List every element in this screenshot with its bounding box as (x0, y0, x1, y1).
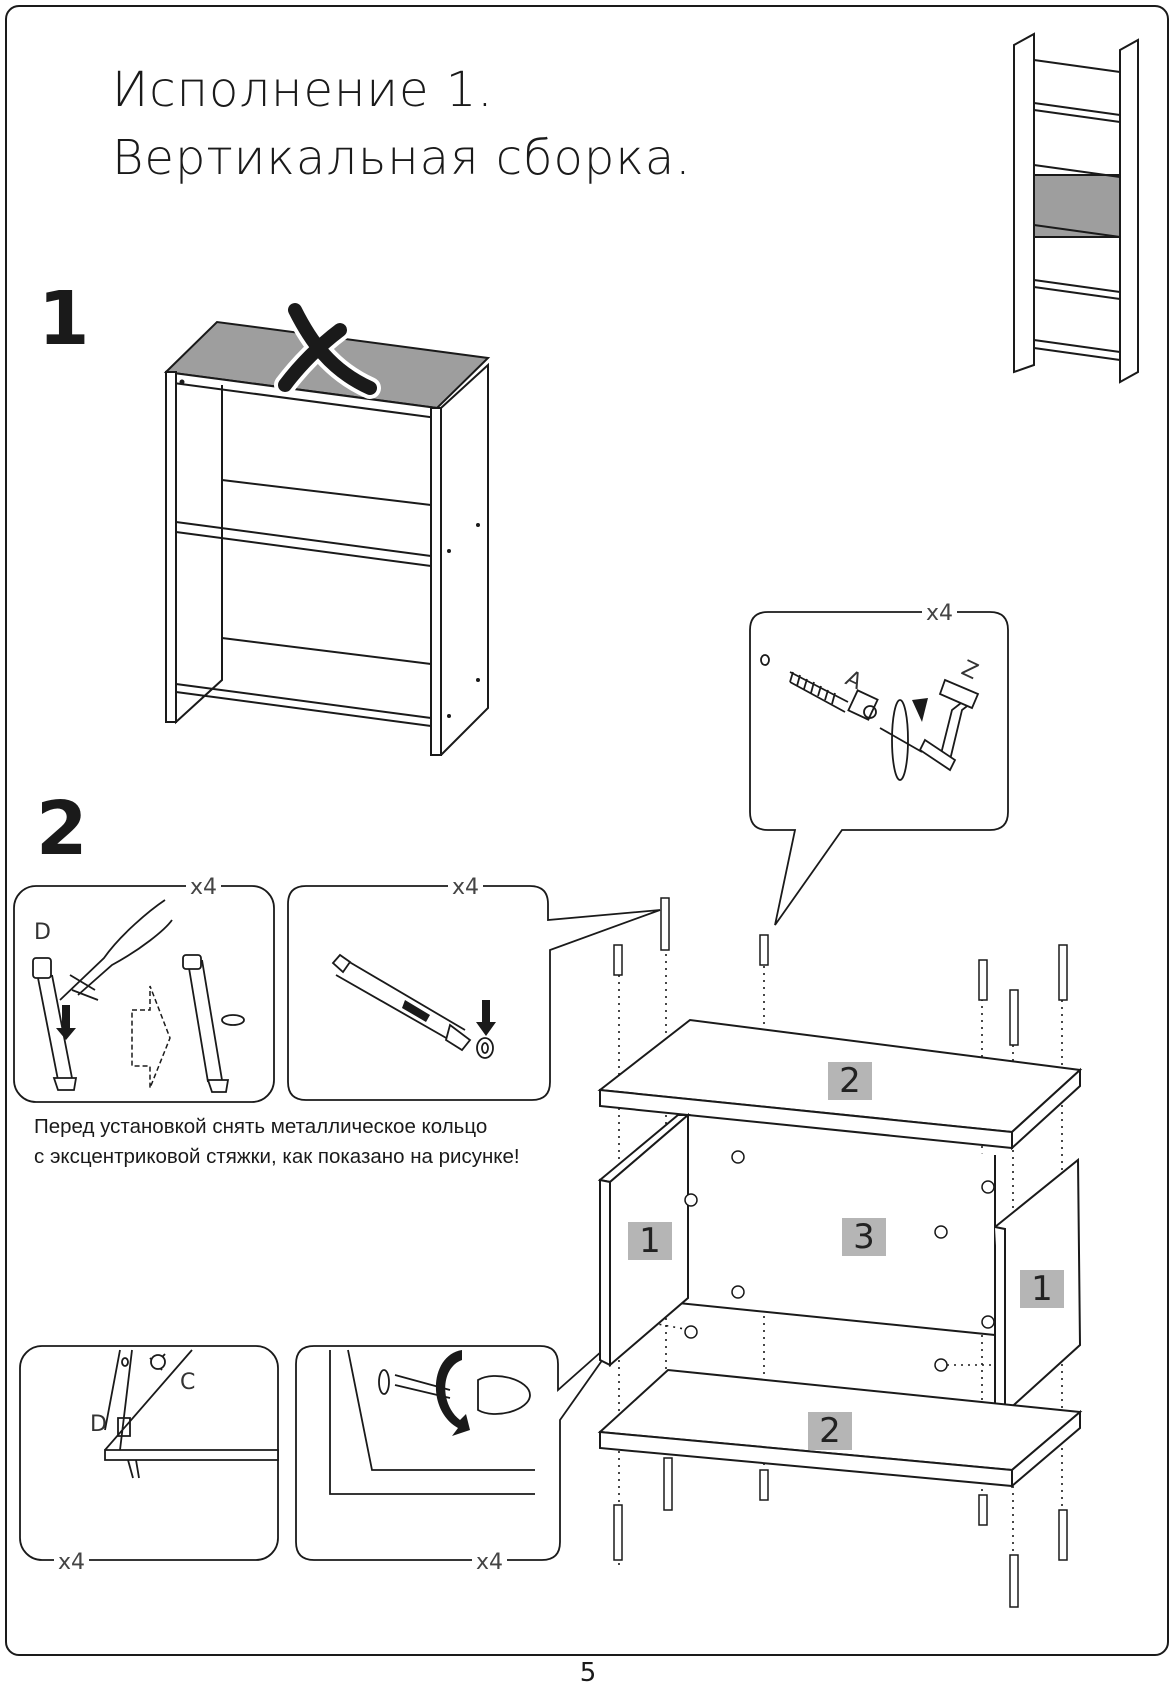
cross-mark-icon (274, 299, 381, 399)
arrow-down-icon (476, 1000, 496, 1036)
arrow-down-icon (56, 1005, 76, 1040)
screwdriver-qty: x4 (472, 1550, 508, 1575)
rotate-arrow-icon (435, 1350, 470, 1436)
part-label-right-side: 1 (1020, 1270, 1064, 1308)
arrow-right-icon (131, 985, 171, 1089)
insert-qty: x4 (54, 1550, 90, 1575)
part-label-left-side: 1 (628, 1222, 672, 1260)
page-frame (5, 5, 1169, 1656)
rotate-arrow-icon (912, 698, 928, 722)
step-number: 1 (38, 276, 90, 362)
ring-qty: x4 (448, 875, 484, 900)
ring-removal-note: Перед установкой снять металлическое кол… (34, 1115, 520, 1168)
page-title: Исполнение 1. Вертикальная сборка. (112, 62, 692, 186)
part-c-label: C (180, 1370, 196, 1395)
part-label-bottom-panel: 2 (808, 1412, 852, 1450)
step-number: 2 (36, 786, 88, 872)
part-label-back-panel: 3 (842, 1218, 886, 1256)
page-number: 5 (579, 1658, 597, 1688)
part-d-label: D (90, 1412, 107, 1437)
part-label-top-panel: 2 (828, 1062, 872, 1100)
part-d-label: D (34, 920, 51, 945)
pliers-qty: x4 (186, 875, 222, 900)
cam-bolt-qty: x4 (922, 601, 958, 626)
